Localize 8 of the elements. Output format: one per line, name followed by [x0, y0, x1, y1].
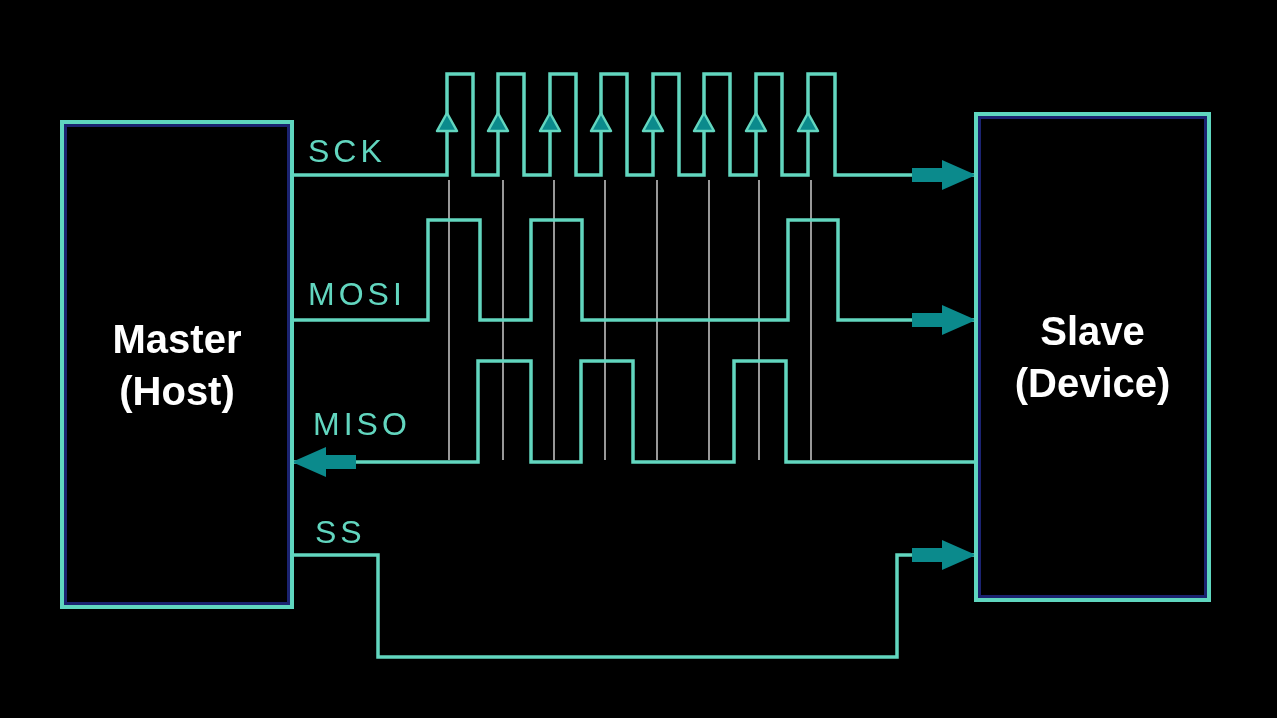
- signal-label: SCK: [308, 135, 386, 167]
- signal-label: SS: [315, 516, 366, 548]
- block-label: Slave (Device): [1013, 308, 1172, 407]
- device-block: [60, 120, 294, 609]
- signal-label: MOSI: [308, 278, 406, 310]
- signal-label: MISO: [313, 408, 411, 440]
- device-block: [974, 112, 1211, 602]
- block-label: Master (Host): [111, 315, 243, 415]
